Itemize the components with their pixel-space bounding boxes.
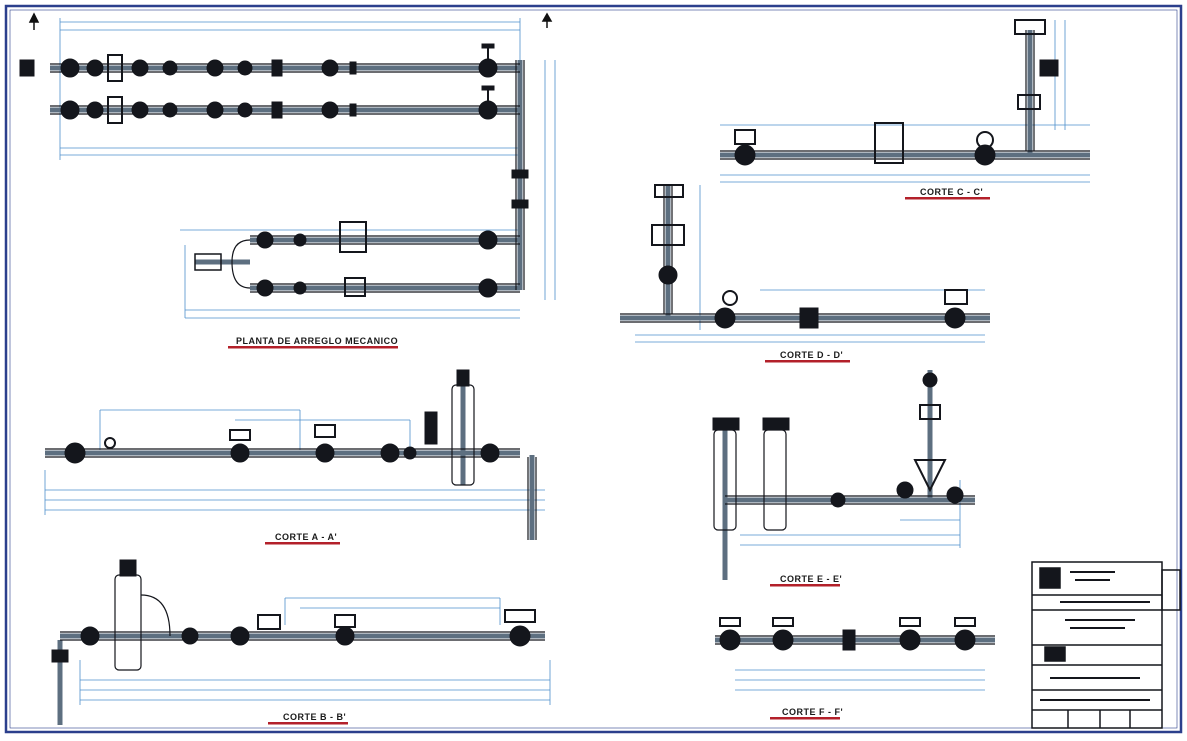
section-d-title: CORTE D - D' bbox=[780, 350, 844, 360]
section-e-title: CORTE E - E' bbox=[780, 574, 843, 584]
title-block bbox=[1031, 561, 1181, 729]
section-b-view bbox=[51, 559, 551, 725]
section-c-view bbox=[720, 19, 1090, 183]
section-d-view bbox=[620, 184, 990, 343]
sheet-inner-border bbox=[9, 9, 1178, 729]
plan-view bbox=[19, 18, 556, 319]
sheet-border bbox=[4, 4, 1183, 734]
section-a-title: CORTE A - A' bbox=[275, 532, 338, 542]
section-f-title-underline bbox=[770, 717, 840, 720]
section-e-view bbox=[712, 370, 975, 580]
section-d-title-underline bbox=[765, 360, 850, 363]
section-b-title: CORTE B - B' bbox=[283, 712, 347, 722]
section-b-title-underline bbox=[268, 722, 348, 725]
section-a-view bbox=[44, 369, 545, 540]
section-a-title-underline bbox=[265, 542, 340, 545]
section-f-view bbox=[715, 617, 995, 691]
plan-view-title: PLANTA DE ARREGLO MECANICO bbox=[236, 336, 399, 346]
section-e-title-underline bbox=[770, 584, 840, 587]
north-arrow-icon bbox=[28, 12, 553, 30]
section-c-title: CORTE C - C' bbox=[920, 187, 984, 197]
title-block-text-lines bbox=[1040, 571, 1150, 701]
section-c-title-underline bbox=[905, 197, 990, 200]
section-f-title: CORTE F - F' bbox=[782, 707, 844, 717]
plan-title-underline bbox=[228, 346, 398, 349]
title-block-logo bbox=[1039, 567, 1061, 589]
